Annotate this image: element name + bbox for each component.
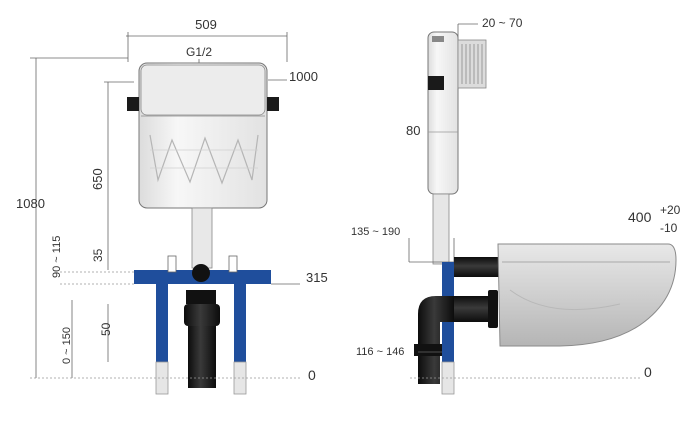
cistern-ribs: [149, 134, 259, 185]
inlet-connector-pipe: [454, 257, 500, 277]
cistern-side-inlet: [432, 36, 444, 42]
adjust-range-label: 90 ~ 115: [51, 236, 63, 278]
plate-label: 80: [406, 123, 420, 138]
side-view: 20 ~ 70 80 135 ~ 190: [351, 16, 681, 395]
cistern-side: [427, 31, 487, 195]
drain-range-label: 116 ~ 146: [356, 346, 404, 358]
flush-plate-grill: [461, 44, 483, 84]
bolt-range-label: 135 ~ 190: [351, 226, 400, 238]
frame-post-right: [228, 255, 238, 273]
drain-collar-side: [488, 290, 498, 328]
flush-pipe-label: 315: [306, 270, 328, 285]
drain-ring-side: [414, 344, 442, 356]
flush-pipe: [191, 207, 213, 269]
total-height-label: 1080: [16, 196, 45, 211]
panel-depth-label: 20 ~ 70: [482, 16, 523, 30]
toilet-bowl: [497, 243, 677, 347]
toilet-bowl-contour: [509, 289, 621, 311]
flush-pipe-side: [432, 193, 450, 265]
drain-collar: [184, 304, 220, 326]
cistern: [127, 62, 279, 209]
width-label: 509: [195, 17, 217, 32]
drain-elbow-side: [418, 296, 454, 384]
drain-elbow-top: [186, 290, 216, 304]
frame-leg-left: [156, 284, 168, 362]
flush-plate-housing: [457, 39, 487, 89]
cistern-lid: [140, 64, 266, 116]
frame-leg-right: [234, 284, 246, 362]
cistern-height-label: 1000: [289, 69, 318, 84]
drain-label: 50: [99, 322, 113, 336]
foot-range-label: 0 ~ 150: [61, 327, 73, 364]
cistern-side-bracket: [428, 76, 444, 90]
mount-bracket-right: [267, 97, 279, 111]
bowl-tol-minus: -10: [660, 221, 678, 235]
cistern-side-body: [427, 31, 459, 195]
drain-pipe-vertical: [188, 326, 216, 388]
bowl-height-label: 400: [628, 209, 652, 225]
drain-pipe-side: [414, 290, 498, 384]
drain-pipe-front: [184, 264, 220, 388]
frame-offset-label: 35: [91, 248, 105, 262]
floor-label-side: 0: [644, 364, 652, 380]
inlet-label: G1/2: [186, 45, 212, 59]
cistern-ribs-horizontal: [150, 149, 258, 169]
frame-post-left: [167, 255, 177, 273]
mount-bracket-left: [127, 97, 139, 111]
bowl-tol-plus: +20: [660, 203, 681, 217]
floor-label-front: 0: [308, 367, 316, 383]
flush-connector: [192, 264, 210, 282]
front-view: 509 G1/2 1000: [16, 17, 328, 395]
cistern-bottom-label: 650: [90, 168, 105, 190]
drain-horizontal: [454, 296, 494, 322]
